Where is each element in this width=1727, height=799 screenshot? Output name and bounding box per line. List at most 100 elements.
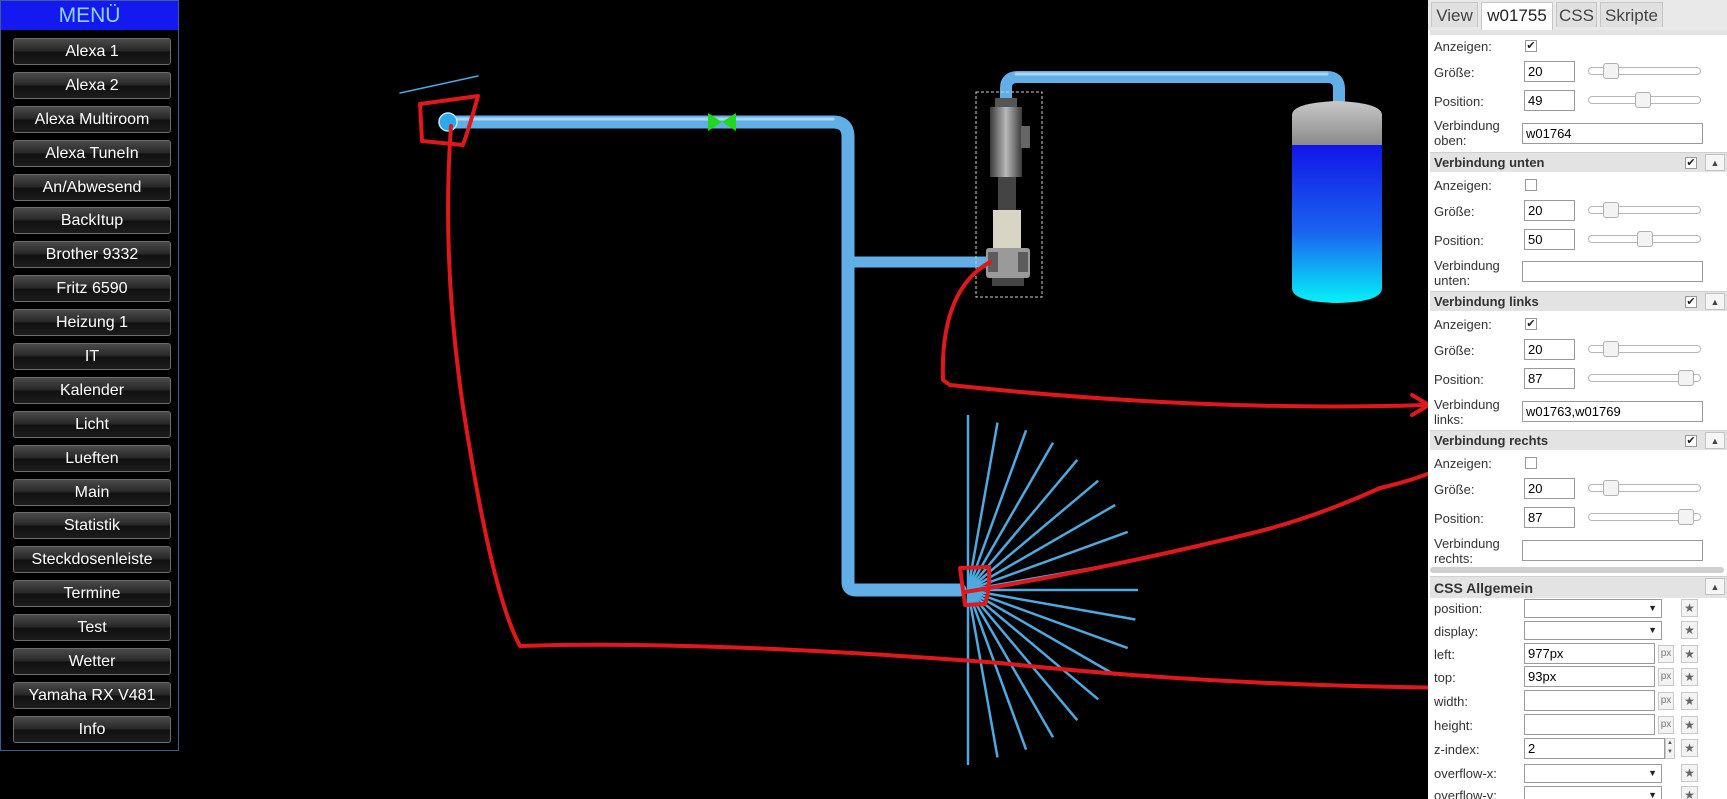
css-display-select[interactable]: ▼	[1524, 621, 1662, 640]
oben-groesse-slider[interactable]	[1588, 63, 1701, 79]
tab-skripte[interactable]: Skripte	[1600, 2, 1663, 27]
star-icon[interactable]: ★	[1681, 621, 1698, 639]
tank-icon[interactable]	[1292, 101, 1382, 303]
star-icon[interactable]: ★	[1681, 599, 1698, 617]
slider-handle[interactable]	[1636, 231, 1653, 247]
slider-handle[interactable]	[1603, 341, 1620, 357]
collapse-arrow-icon[interactable]: ▲	[1705, 432, 1725, 449]
slider-handle[interactable]	[1677, 370, 1694, 386]
css-height-input[interactable]	[1524, 714, 1655, 735]
slider-handle[interactable]	[1603, 63, 1620, 79]
unten-verbindung-input[interactable]	[1522, 261, 1703, 282]
star-icon[interactable]: ★	[1681, 692, 1698, 710]
collapse-arrow-icon[interactable]: ▲	[1705, 154, 1725, 171]
sprinkler-icon[interactable]	[966, 415, 1138, 765]
css-top-input[interactable]: 93px	[1524, 666, 1655, 687]
menu-item-backitup[interactable]: BackItup	[13, 207, 171, 235]
tab-widget-id[interactable]: w01755	[1481, 2, 1553, 30]
links-position-input[interactable]: 87	[1524, 368, 1575, 389]
rechts-groesse-slider[interactable]	[1588, 480, 1701, 496]
links-verbindung-input[interactable]: w01763,w01769	[1522, 401, 1703, 422]
tab-view[interactable]: View	[1431, 2, 1478, 27]
menu-item-wetter[interactable]: Wetter	[13, 648, 171, 676]
rechts-verbindung-input[interactable]	[1522, 540, 1703, 561]
section-checkbox[interactable]: ✔	[1685, 296, 1697, 308]
css-overflowx-select[interactable]: ▼	[1524, 764, 1662, 783]
star-icon[interactable]: ★	[1681, 786, 1698, 799]
unten-groesse-slider[interactable]	[1588, 202, 1701, 218]
star-icon[interactable]: ★	[1681, 764, 1698, 782]
slider-handle[interactable]	[1603, 202, 1620, 218]
section-title: CSS Allgemein	[1434, 580, 1534, 596]
menu-item-steckdosenleiste[interactable]: Steckdosenleiste	[13, 546, 171, 574]
links-groesse-label: Größe:	[1434, 343, 1475, 358]
menu-item-test[interactable]: Test	[13, 614, 171, 642]
css-height-label: height:	[1434, 718, 1474, 733]
menu-item-an-abwesend[interactable]: An/Abwesend	[13, 173, 171, 201]
unten-anzeigen-checkbox[interactable]	[1525, 179, 1537, 191]
tab-css[interactable]: CSS	[1556, 2, 1597, 27]
section-verbindung-links[interactable]: Verbindung links ✔ ▲	[1430, 291, 1727, 311]
rechts-position-label: Position:	[1434, 511, 1484, 526]
star-icon[interactable]: ★	[1681, 645, 1698, 663]
collapse-arrow-icon[interactable]: ▲	[1705, 293, 1725, 310]
rechts-position-input[interactable]: 87	[1524, 507, 1575, 528]
menu-item-info[interactable]: Info	[13, 715, 171, 743]
menu-item-heizung-1[interactable]: Heizung 1	[13, 309, 171, 337]
unten-groesse-input[interactable]: 20	[1524, 200, 1575, 221]
menu-item-alexa-tunein[interactable]: Alexa TuneIn	[13, 139, 171, 167]
editor-canvas[interactable]	[180, 0, 1428, 799]
section-verbindung-rechts[interactable]: Verbindung rechts ✔ ▲	[1430, 430, 1727, 450]
menu-item-licht[interactable]: Licht	[13, 410, 171, 438]
unten-position-input[interactable]: 50	[1524, 229, 1575, 250]
collapse-arrow-icon[interactable]: ▲	[1705, 578, 1725, 595]
pump-icon[interactable]	[975, 91, 1043, 298]
star-icon[interactable]: ★	[1681, 668, 1698, 686]
oben-anzeigen-checkbox[interactable]: ✔	[1525, 40, 1537, 52]
pipe-pump-to-tank[interactable]	[1000, 71, 1345, 109]
unten-position-slider[interactable]	[1588, 231, 1701, 247]
menu-item-main[interactable]: Main	[13, 478, 171, 506]
menu-item-lueften[interactable]: Lueften	[13, 444, 171, 472]
css-overflowy-select[interactable]: ▼	[1524, 786, 1662, 799]
oben-position-slider[interactable]	[1588, 92, 1701, 108]
css-position-select[interactable]: ▼	[1524, 599, 1662, 618]
css-zindex-input[interactable]: 2	[1524, 738, 1665, 759]
section-checkbox[interactable]: ✔	[1685, 157, 1697, 169]
rechts-groesse-input[interactable]: 20	[1524, 478, 1575, 499]
star-icon[interactable]: ★	[1681, 739, 1698, 757]
menu-item-brother-9332[interactable]: Brother 9332	[13, 241, 171, 269]
pipe-top-horizontal[interactable]	[443, 115, 967, 597]
slider-handle[interactable]	[1677, 509, 1694, 525]
oben-groesse-input[interactable]: 20	[1524, 61, 1575, 82]
valve-icon[interactable]	[708, 113, 736, 131]
menu-item-statistik[interactable]: Statistik	[13, 512, 171, 540]
css-width-input[interactable]	[1524, 690, 1655, 711]
menu-item-termine[interactable]: Termine	[13, 580, 171, 608]
links-groesse-slider[interactable]	[1588, 341, 1701, 357]
section-css-allgemein[interactable]: CSS Allgemein ▲	[1430, 576, 1727, 598]
pipe-network[interactable]	[443, 71, 1345, 597]
menu-item-alexa-multiroom[interactable]: Alexa Multiroom	[13, 105, 171, 133]
zindex-spinner[interactable]: ▲▼	[1665, 738, 1675, 759]
menu-item-alexa-1[interactable]: Alexa 1	[13, 38, 171, 65]
section-checkbox[interactable]: ✔	[1685, 435, 1697, 447]
links-groesse-input[interactable]: 20	[1524, 339, 1575, 360]
menu-item-it[interactable]: IT	[13, 343, 171, 371]
links-anzeigen-checkbox[interactable]: ✔	[1525, 318, 1537, 330]
section-verbindung-unten[interactable]: Verbindung unten ✔ ▲	[1430, 152, 1727, 172]
source-node-icon[interactable]	[438, 112, 458, 132]
css-left-input[interactable]: 977px	[1524, 643, 1655, 664]
star-icon[interactable]: ★	[1681, 716, 1698, 734]
links-position-slider[interactable]	[1588, 370, 1701, 386]
menu-item-kalender[interactable]: Kalender	[13, 376, 171, 404]
rechts-position-slider[interactable]	[1588, 509, 1701, 525]
oben-position-input[interactable]: 49	[1524, 90, 1575, 111]
oben-verbindung-input[interactable]: w01764	[1522, 123, 1703, 144]
menu-item-fritz-6590[interactable]: Fritz 6590	[13, 275, 171, 303]
slider-handle[interactable]	[1603, 480, 1620, 496]
menu-item-yamaha-rx-v481[interactable]: Yamaha RX V481	[13, 681, 171, 709]
slider-handle[interactable]	[1635, 92, 1652, 108]
rechts-anzeigen-checkbox[interactable]	[1525, 457, 1537, 469]
menu-item-alexa-2[interactable]: Alexa 2	[13, 71, 171, 99]
